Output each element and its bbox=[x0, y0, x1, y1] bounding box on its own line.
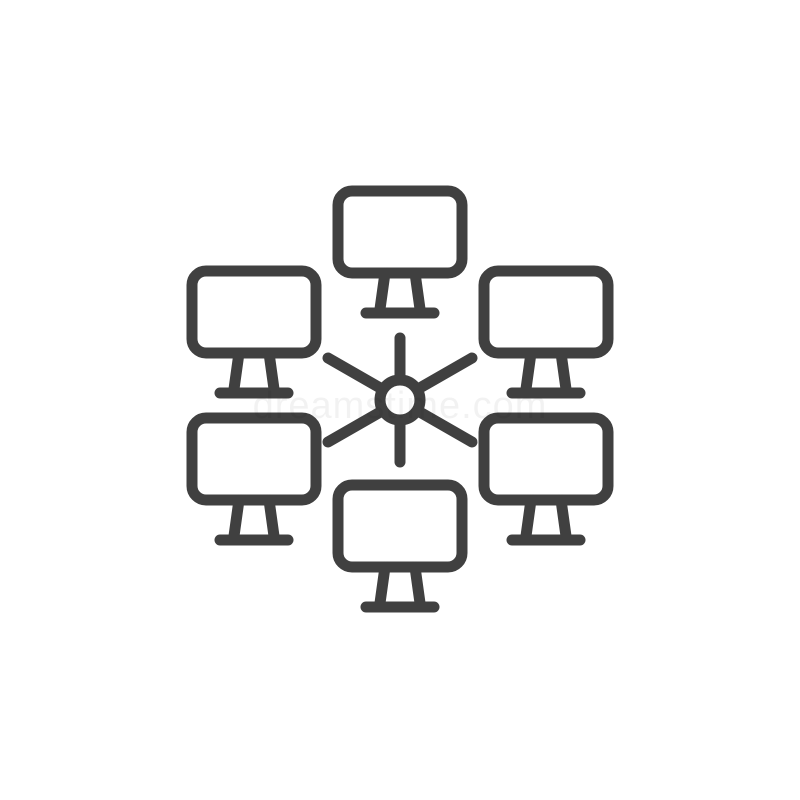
monitor-lower-right-icon bbox=[478, 412, 614, 546]
hub-spoke-upper-right bbox=[412, 352, 478, 395]
hub-icon bbox=[322, 332, 478, 468]
monitor-screen bbox=[186, 412, 322, 506]
monitor-screen bbox=[332, 479, 468, 573]
hub-spoke-upper-left bbox=[322, 352, 388, 395]
hub-spoke-lower-right bbox=[412, 405, 478, 448]
hub-node bbox=[374, 374, 426, 426]
monitor-stand bbox=[374, 267, 426, 315]
monitor-screen bbox=[478, 265, 614, 359]
monitor-stand bbox=[520, 494, 572, 542]
hub-spoke-lower-left bbox=[322, 405, 388, 448]
monitor-bottom-icon bbox=[332, 479, 468, 613]
monitor-top-icon bbox=[332, 185, 468, 319]
monitor-stand bbox=[520, 347, 572, 395]
monitor-upper-right-icon bbox=[478, 265, 614, 399]
monitor-stand bbox=[228, 347, 280, 395]
monitor-lower-left-icon bbox=[186, 412, 322, 546]
monitor-stand bbox=[374, 561, 426, 609]
monitor-screen bbox=[186, 265, 322, 359]
monitor-upper-left-icon bbox=[186, 265, 322, 399]
monitor-screen bbox=[332, 185, 468, 279]
monitor-stand bbox=[228, 494, 280, 542]
monitor-screen bbox=[478, 412, 614, 506]
